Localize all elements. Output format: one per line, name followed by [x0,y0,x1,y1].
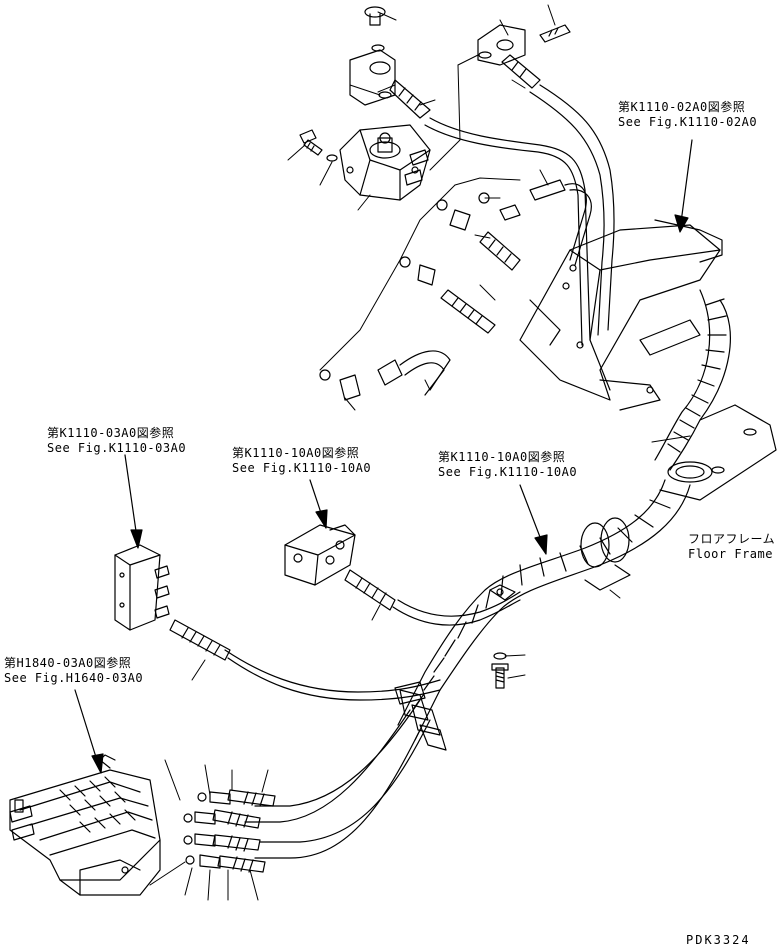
manifold-block [114,544,170,631]
ref-label-jp: 第K1110-02A0図参照 [618,100,746,114]
ref-label-en: See Fig.K1110-10A0 [438,465,578,479]
pressure-block [284,524,356,586]
ref-label-k1110-10a0-right: 第K1110-10A0図参照 See Fig.K1110-10A0 [438,450,577,480]
lower-hoses [244,689,447,859]
floor-frame-en: Floor Frame [688,547,773,561]
hose-pressure-block [344,569,521,626]
floor-frame-label: フロアフレーム Floor Frame [688,532,775,562]
ref-label-h1840-03a0: 第H1840-03A0図参照 See Fig.H1640-03A0 [4,656,143,686]
ref-label-en: See Fig.K1110-10A0 [232,461,372,475]
ref-label-en: See Fig.H1640-03A0 [4,671,144,685]
hose-valve-right [529,179,592,266]
ref-label-en: See Fig.K1110-03A0 [47,441,187,455]
pedal-bracket [519,219,723,411]
pedal-valve [339,124,431,201]
elbow-fitting [349,49,431,119]
control-valve [9,754,161,896]
top-bracket [477,24,571,89]
ref-arrows [74,139,693,774]
ref-label-jp: 第K1110-10A0図参照 [232,446,360,460]
valve-fittings [183,789,276,873]
ref-label-en: See Fig.K1110-02A0 [618,115,758,129]
valve-bolt [299,129,338,162]
ref-label-k1110-03a0: 第K1110-03A0図参照 See Fig.K1110-03A0 [47,426,186,456]
hose-sleeve-upper [654,289,731,483]
hose-manifold [169,619,441,705]
ref-label-jp: 第H1840-03A0図参照 [4,656,132,670]
ref-label-k1110-02a0: 第K1110-02A0図参照 See Fig.K1110-02A0 [618,100,757,130]
hose-top-long [424,84,615,346]
floor-frame-jp: フロアフレーム [688,532,776,546]
small-fittings [319,192,521,401]
assembly-outline [319,39,521,371]
leader-lines [149,4,691,901]
ref-label-k1110-10a0-left: 第K1110-10A0図参照 See Fig.K1110-10A0 [232,446,371,476]
drawing-code: PDK3324 [686,933,751,947]
hose-sleeve-lower [397,479,691,741]
ref-label-jp: 第K1110-10A0図参照 [438,450,566,464]
ref-label-jp: 第K1110-03A0図参照 [47,426,175,440]
floor-frame-plate [659,404,777,501]
